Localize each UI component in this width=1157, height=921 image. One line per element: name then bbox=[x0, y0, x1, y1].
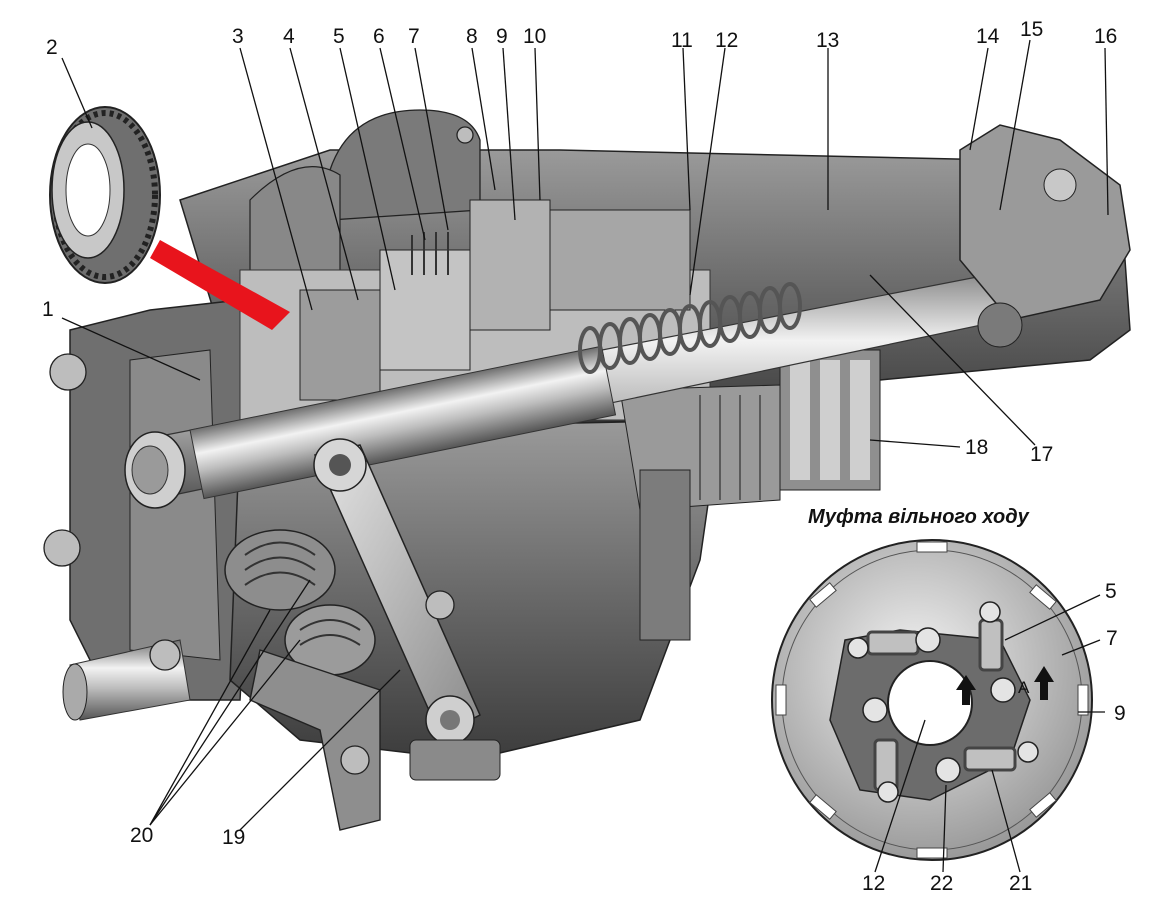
callout-10: 10 bbox=[523, 25, 546, 48]
callout-8: 8 bbox=[466, 25, 478, 48]
callout-16: 16 bbox=[1094, 25, 1117, 48]
callout-11: 11 bbox=[671, 29, 693, 52]
highlight-arrow bbox=[150, 240, 290, 330]
inset-callout-7: 7 bbox=[1106, 627, 1118, 650]
rotation-arrow-icon bbox=[1034, 666, 1054, 700]
rotation-arrow-icon bbox=[956, 675, 976, 705]
inset-callout-22: 22 bbox=[930, 872, 953, 895]
callout-5: 5 bbox=[333, 25, 345, 48]
callout-3: 3 bbox=[232, 25, 244, 48]
rear-end-cap bbox=[959, 124, 1131, 348]
cutaway-section bbox=[239, 199, 881, 641]
housing-bolts bbox=[43, 126, 474, 775]
detached-gear-ring bbox=[49, 106, 161, 284]
callout-7: 7 bbox=[408, 25, 420, 48]
inset-callout-12: 12 bbox=[862, 872, 885, 895]
callout-4: 4 bbox=[283, 25, 295, 48]
callout-20: 20 bbox=[130, 824, 153, 847]
callout-19: 19 bbox=[222, 826, 245, 849]
callout-6: 6 bbox=[373, 25, 385, 48]
callout-17: 17 bbox=[1030, 443, 1053, 466]
callout-2: 2 bbox=[46, 36, 58, 59]
inset-callout-9: 9 bbox=[1114, 702, 1126, 725]
inset-callout-21: 21 bbox=[1009, 872, 1032, 895]
callout-12: 12 bbox=[715, 29, 738, 52]
inset-caption: Муфта вільного ходу bbox=[808, 506, 1030, 528]
return-spring bbox=[578, 282, 802, 374]
callout-1: 1 bbox=[42, 298, 54, 321]
callout-9: 9 bbox=[496, 25, 508, 48]
pinion-gear bbox=[779, 349, 881, 491]
callout-13: 13 bbox=[816, 29, 839, 52]
freewheel-clutch-inset bbox=[771, 539, 1093, 861]
main-shaft bbox=[124, 254, 1101, 509]
worm-gear bbox=[224, 529, 376, 676]
callout-15: 15 bbox=[1020, 18, 1043, 41]
shift-lever bbox=[313, 438, 501, 781]
callout-18: 18 bbox=[965, 436, 988, 459]
callout-labels: 2 3 4 5 6 7 8 9 10 11 12 13 14 15 16 1 1… bbox=[42, 18, 1126, 895]
inset-label-a: A bbox=[1018, 678, 1030, 697]
inset-callout-5: 5 bbox=[1105, 580, 1117, 603]
leader-lines bbox=[61, 39, 1109, 873]
callout-14: 14 bbox=[976, 25, 1000, 48]
